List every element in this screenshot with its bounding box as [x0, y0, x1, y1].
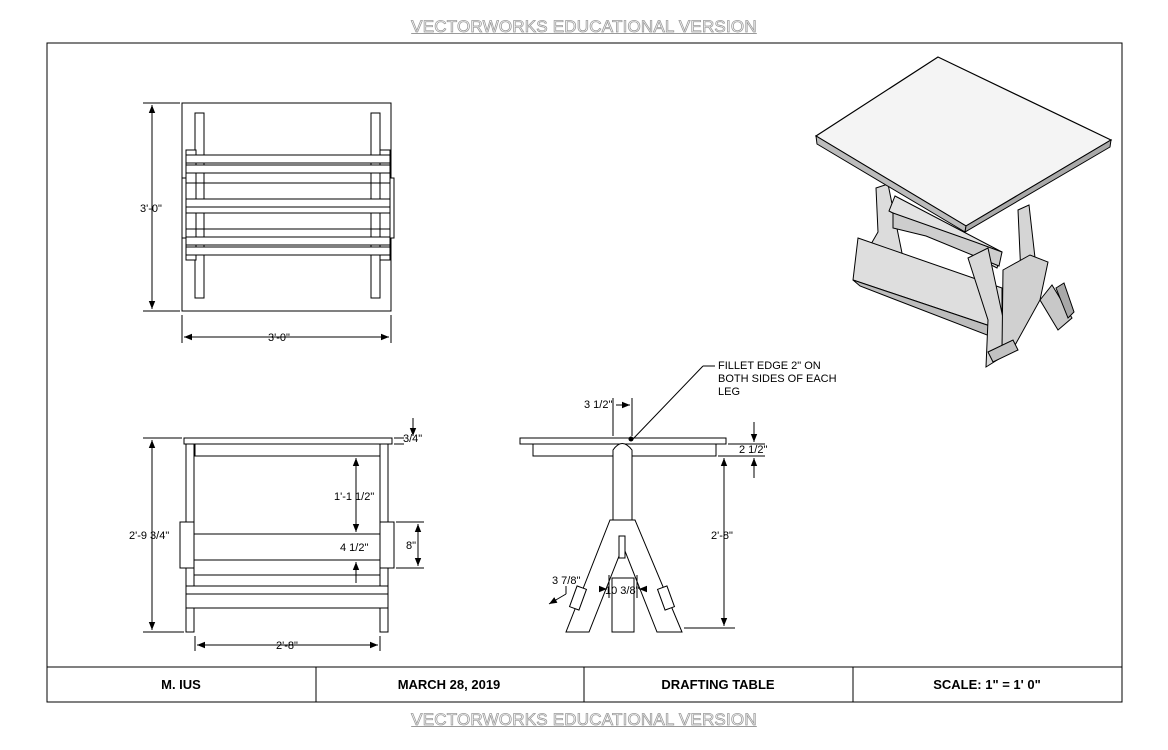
- front-height-dimension: [684, 455, 735, 629]
- plan-width-label: 3'-0": [268, 332, 290, 344]
- title-block: [47, 666, 1122, 702]
- side-base-width-dimension: [194, 636, 381, 651]
- side-apron-drop-label: 1'-1 1/2": [334, 491, 374, 503]
- front-spread-dimension: [599, 575, 647, 598]
- plan-height-dimension: [143, 102, 180, 312]
- plan-width-dimension: [181, 315, 392, 343]
- side-foot-height-dimension: [396, 521, 424, 569]
- plan-view: [181, 102, 395, 312]
- title-block-author: M. IUS: [161, 677, 201, 692]
- side-rail-gap-label: 4 1/2": [340, 542, 368, 554]
- title-block-title: DRAFTING TABLE: [661, 677, 774, 692]
- side-overall-height-label: 2'-9 3/4": [129, 530, 169, 542]
- side-overall-height-dimension: [143, 437, 184, 633]
- plan-height-label: 3'-0": [140, 203, 162, 215]
- side-foot-height-label: 8": [406, 540, 416, 552]
- side-top-thickness-dimension: [394, 418, 417, 445]
- title-block-scale: SCALE: 1" = 1' 0": [933, 677, 1041, 692]
- front-view: [519, 436, 727, 633]
- fillet-note-line-1: FILLET EDGE 2" ON: [718, 360, 821, 372]
- fillet-note-line-2: BOTH SIDES OF EACH: [718, 373, 837, 385]
- watermark-bottom: VECTORWORKS EDUCATIONAL VERSION: [411, 710, 757, 730]
- front-foot-dimension: [548, 586, 567, 605]
- side-top-thickness-label: 3/4": [403, 433, 422, 445]
- fillet-note-leader: [631, 365, 715, 441]
- front-post-width-dimension: [612, 398, 633, 436]
- side-view: [179, 437, 395, 633]
- fillet-note-line-3: LEG: [718, 386, 740, 398]
- front-spread-label: 10 3/8": [605, 585, 640, 597]
- front-height-label: 2'-8": [711, 530, 733, 542]
- watermark-top: VECTORWORKS EDUCATIONAL VERSION: [411, 17, 757, 37]
- isometric-view: [814, 56, 1113, 368]
- title-block-date: MARCH 28, 2019: [398, 677, 501, 692]
- side-base-width-label: 2'-8": [276, 640, 298, 652]
- front-apron-depth-label: 2 1/2": [739, 444, 767, 456]
- front-foot-label: 3 7/8": [552, 575, 580, 587]
- front-post-width-label: 3 1/2": [584, 399, 612, 411]
